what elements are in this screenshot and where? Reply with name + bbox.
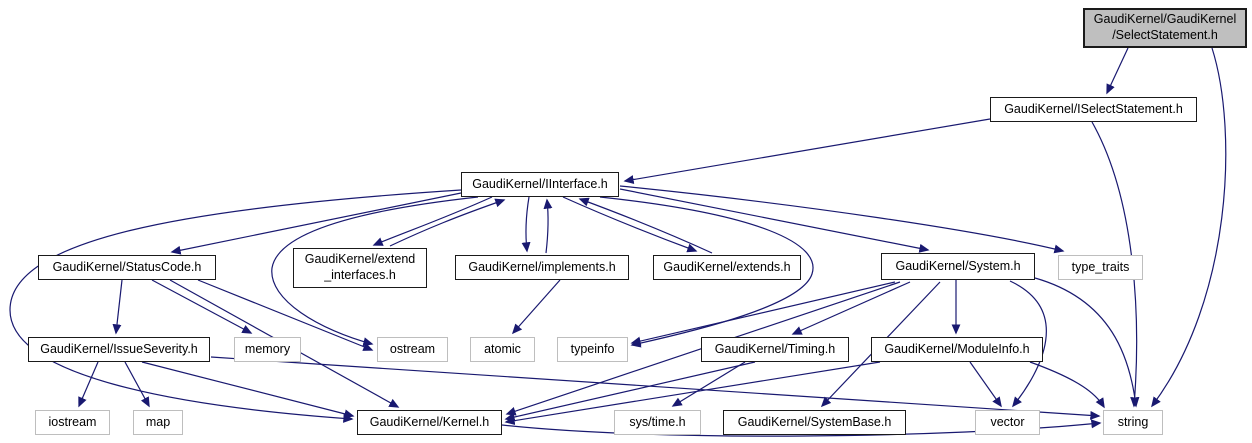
node-label: ostream [389,341,436,356]
edge-module-info-to-kernel [504,361,881,426]
node-string: string [1103,410,1163,435]
node-system[interactable]: GaudiKernel/System.h [881,253,1035,280]
edge-module-info-to-string [1029,361,1105,409]
node-kernel[interactable]: GaudiKernel/Kernel.h [357,410,502,435]
edge-issue-severity-to-iostream [78,361,99,408]
node-label: vector [990,414,1025,429]
edge-issue-severity-to-map [124,361,150,408]
node-iostream: iostream [35,410,110,435]
edge-status-code-to-memory [151,279,253,334]
node-status-code[interactable]: GaudiKernel/StatusCode.h [38,255,216,280]
node-label: GaudiKernel/System.h [895,258,1021,273]
edge-issue-severity-to-string [210,356,1101,420]
edge-status-code-to-ostream [197,279,374,351]
node-iinterface[interactable]: GaudiKernel/IInterface.h [461,172,619,197]
edge-extends-to-iinterface [578,197,713,254]
edge-iinterface-to-status-code [170,192,462,255]
edge-implements-to-iinterface [543,198,553,254]
edge-iinterface-to-kernel [9,189,462,423]
edge-select-statement-to-string [1151,47,1227,408]
node-label: iostream [48,414,97,429]
node-label: GaudiKernel/IInterface.h [472,176,608,191]
node-extend-interfaces[interactable]: GaudiKernel/extend_interfaces.h [293,248,427,288]
node-vector: vector [975,410,1040,435]
edge-system-to-timing [791,281,911,335]
edge-iinterface-to-ostream [271,196,479,347]
node-label: string [1117,414,1149,429]
node-label: GaudiKernel/IssueSeverity.h [40,341,198,356]
node-type-traits: type_traits [1058,255,1143,280]
node-label: GaudiKernel/extends.h [663,259,791,274]
node-label: _interfaces.h [324,268,396,282]
edge-module-info-to-vector [969,361,1002,408]
node-sys-time: sys/time.h [614,410,701,435]
edge-timing-to-kernel [504,361,756,422]
node-label: typeinfo [570,341,615,356]
edge-iinterface-to-implements [521,196,531,253]
node-label: atomic [484,341,521,356]
edge-iinterface-to-extend-interfaces [372,196,493,246]
node-timing[interactable]: GaudiKernel/Timing.h [701,337,849,362]
node-memory: memory [234,337,301,362]
node-label: map [145,414,171,429]
edge-system-to-typeinfo [630,281,896,346]
edge-system-to-string [1034,277,1140,408]
node-ostream: ostream [377,337,448,362]
edge-iinterface-to-system [619,188,930,253]
edge-timing-to-sys-time [671,361,746,407]
edge-status-code-to-issue-severity [112,279,123,335]
node-label: GaudiKernel/extend [304,252,416,267]
node-label: memory [244,341,291,356]
node-label: GaudiKernel/ISelectStatement.h [1004,101,1183,116]
node-issue-severity[interactable]: GaudiKernel/IssueSeverity.h [28,337,210,362]
node-label: sys/time.h [629,414,686,429]
node-label: GaudiKernel/StatusCode.h [52,259,202,274]
node-map: map [133,410,183,435]
node-label: GaudiKernel/implements.h [468,259,616,274]
node-label: GaudiKernel/Kernel.h [369,414,490,429]
node-implements[interactable]: GaudiKernel/implements.h [455,255,629,280]
node-label: GaudiKernel/ModuleInfo.h [884,341,1030,356]
node-label: GaudiKernel/GaudiKernel [1093,12,1237,27]
edge-iinterface-to-typeinfo [599,196,814,348]
edge-issue-severity-to-kernel [141,361,355,419]
edge-system-to-vector [1009,280,1047,408]
node-system-base[interactable]: GaudiKernel/SystemBase.h [723,410,906,435]
node-label: GaudiKernel/Timing.h [714,341,836,356]
edge-iinterface-to-extends [562,196,698,253]
edge-iinterface-to-type-traits [619,185,1065,254]
node-iselect-statement[interactable]: GaudiKernel/ISelectStatement.h [990,97,1197,122]
edge-implements-to-atomic [511,279,561,335]
edge-select-statement-to-iselect-statement [1106,47,1129,95]
node-typeinfo: typeinfo [557,337,628,362]
node-label: /SelectStatement.h [1112,28,1218,42]
node-label: GaudiKernel/SystemBase.h [737,414,892,429]
node-select-statement: GaudiKernel/GaudiKernel/SelectStatement.… [1083,8,1247,48]
edge-extend-interfaces-to-iinterface [389,198,506,247]
node-module-info[interactable]: GaudiKernel/ModuleInfo.h [871,337,1043,362]
edge-iselect-statement-to-iinterface [623,118,991,184]
node-atomic: atomic [470,337,535,362]
node-label: type_traits [1071,259,1130,274]
node-extends[interactable]: GaudiKernel/extends.h [653,255,801,280]
